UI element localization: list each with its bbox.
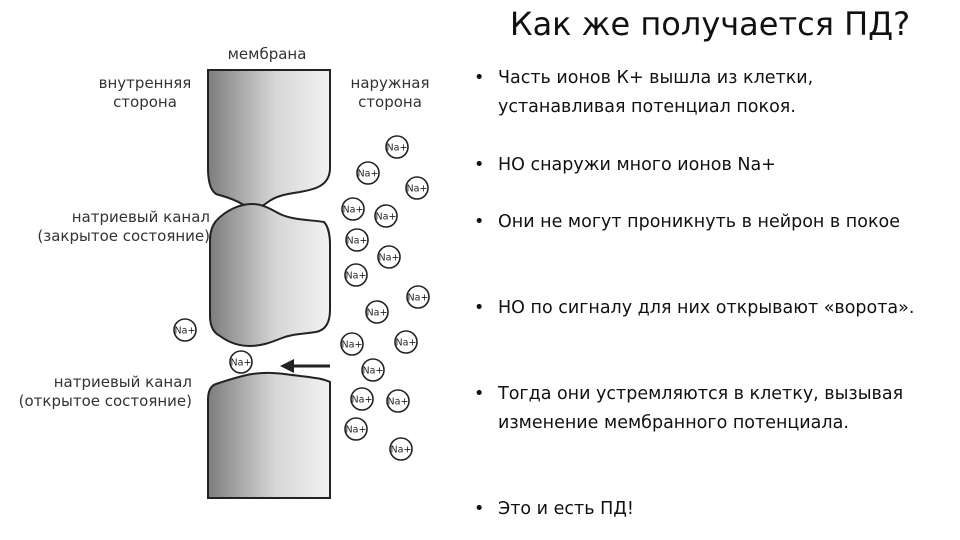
sodium-ion-label: Na+ [407, 184, 428, 195]
sodium-ion-icon [385, 135, 409, 159]
bullet-dot-icon: • [474, 499, 485, 519]
membrane-label: мембрана [227, 45, 307, 63]
sodium-ions: Na+ Na+ Na+ Na+ Na+ Na+ Na+ Na+ Na+ Na+ Na+ Na+ Na+ N… [173, 135, 430, 461]
bullet-dot-icon: • [474, 155, 485, 175]
bullet-item: • Тогда они устремляются в клетку, вызыва… [472, 380, 942, 438]
sodium-channel-diagram: мембрана внутренняя сторона наружная сто… [0, 40, 470, 510]
sodium-ion-label: Na+ [367, 308, 388, 319]
sodium-ion-label: Na+ [387, 143, 408, 154]
sodium-ion-icon [405, 176, 429, 200]
sodium-ion-label: Na+ [358, 169, 379, 180]
sodium-ion-icon [344, 417, 368, 441]
bullet-text: Они не могут проникнуть в нейрон в покое [498, 212, 900, 232]
bullet-text: Часть ионов К+ вышла из клетки, устанавл… [498, 68, 814, 117]
sodium-ion-label: Na+ [347, 236, 368, 247]
open-channel-label: натриевый канал (открытое состояние) [18, 373, 192, 410]
sodium-ion-icon [365, 300, 389, 324]
bullet-text: НО снаружи много ионов Na+ [498, 155, 776, 175]
sodium-ion-icon [229, 350, 253, 374]
sodium-ion-label: Na+ [343, 205, 364, 216]
bullet-dot-icon: • [474, 212, 485, 232]
sodium-ion-icon [394, 330, 418, 354]
slide-title: Как же получается ПД? [509, 5, 911, 43]
outer-side-label: наружная сторона [350, 74, 430, 111]
bullet-dot-icon: • [474, 384, 485, 404]
sodium-ion-icon [340, 332, 364, 356]
bullet-dot-icon: • [474, 298, 485, 318]
inner-side-label: внутренняя сторона [98, 74, 192, 111]
membrane-segment [209, 202, 331, 348]
closed-channel-label: натриевый канал (закрытое состояние) [37, 208, 210, 245]
sodium-ion-label: Na+ [388, 397, 409, 408]
membrane-figure: Na+ Na+ Na+ Na+ Na+ Na+ Na+ Na+ Na+ Na+ Na+ Na+ Na+ N… [173, 69, 430, 499]
sodium-ion-icon [361, 358, 385, 382]
sodium-ion-icon [377, 245, 401, 269]
sodium-ion-icon [356, 161, 380, 185]
bullet-item: • НО по сигналу для них открывают «ворота… [472, 294, 942, 323]
sodium-ion-label: Na+ [346, 271, 367, 282]
sodium-ion-icon [374, 204, 398, 228]
sodium-ion-label: Na+ [346, 425, 367, 436]
bullet-item: • Они не могут проникнуть в нейрон в поко… [472, 208, 942, 237]
sodium-ion-label: Na+ [376, 212, 397, 223]
sodium-ion-icon [341, 197, 365, 221]
sodium-ion-label: Na+ [379, 253, 400, 264]
bullet-text: Это и есть ПД! [498, 499, 634, 519]
sodium-ion-label: Na+ [175, 326, 196, 337]
sodium-ion-icon [389, 437, 413, 461]
bullet-item: • НО снаружи много ионов Na+ [472, 151, 942, 180]
bullet-text: Тогда они устремляются в клетку, вызывая… [498, 384, 904, 433]
sodium-ion-label: Na+ [391, 445, 412, 456]
sodium-ion-icon [406, 285, 430, 309]
bullet-item: • Это и есть ПД! [472, 495, 942, 524]
bullet-text: НО по сигналу для них открывают «ворота»… [498, 298, 915, 318]
sodium-ion-label: Na+ [363, 366, 384, 377]
arrow-icon [280, 359, 330, 373]
sodium-ion-label: Na+ [396, 338, 417, 349]
sodium-ion-label: Na+ [408, 293, 429, 304]
sodium-ion-icon [345, 228, 369, 252]
sodium-ion-icon [386, 389, 410, 413]
bullet-dot-icon: • [474, 68, 485, 88]
sodium-ion-label: Na+ [231, 358, 252, 369]
sodium-ion-icon [350, 387, 374, 411]
membrane-segment [207, 69, 331, 209]
sodium-ion-icon [344, 263, 368, 287]
sodium-ion-label: Na+ [352, 395, 373, 406]
membrane-segment [207, 371, 331, 499]
sodium-ion-label: Na+ [342, 340, 363, 351]
sodium-ion-icon [173, 318, 197, 342]
bullet-item: • Часть ионов К+ вышла из клетки, устанав… [472, 64, 942, 122]
